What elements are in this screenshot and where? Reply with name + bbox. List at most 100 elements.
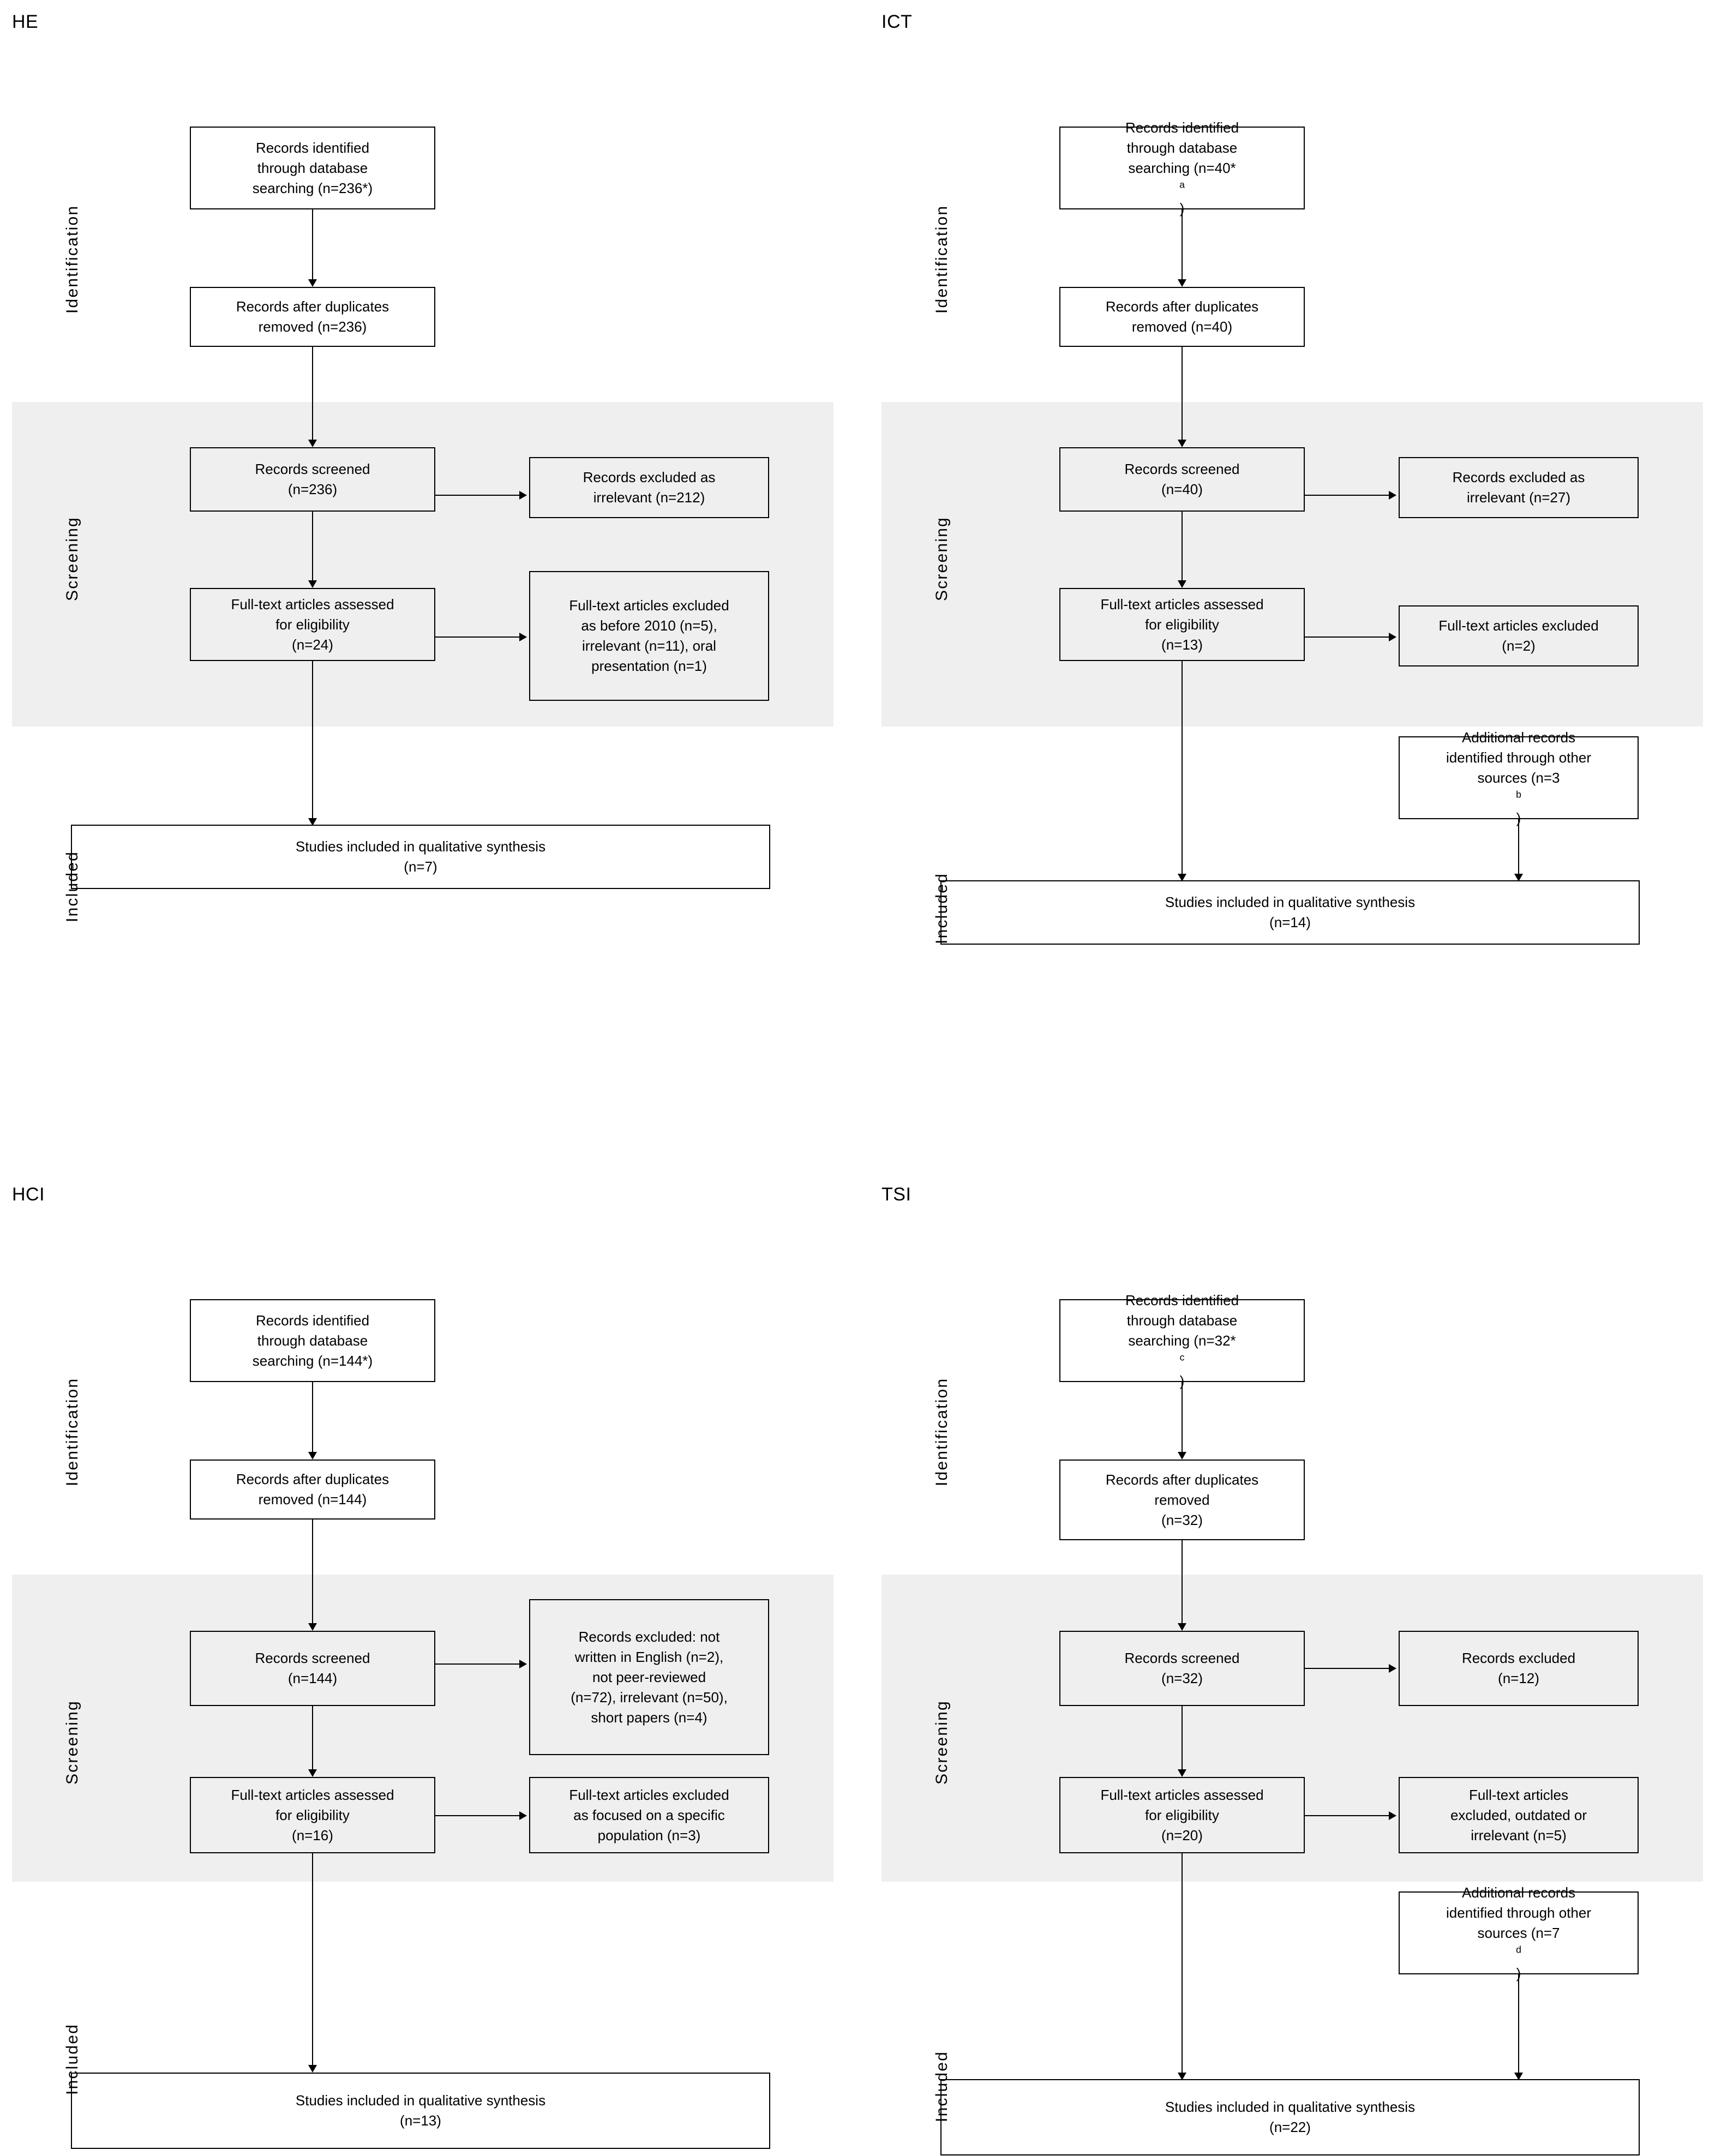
- line-4: presentation (n=1): [591, 658, 707, 674]
- connector-screened-to-excluded-ict: [1305, 495, 1393, 496]
- line-2: (n=32): [1161, 1670, 1203, 1686]
- screening-band-hci: [12, 1575, 833, 1882]
- box-fulltext-excluded-tsi: Full-text articles excluded, outdated or…: [1399, 1777, 1639, 1853]
- line-3: searching (n=40*a): [1128, 159, 1236, 217]
- box-records-screened-he: Records screened (n=236): [190, 447, 435, 512]
- line-2: for eligibility: [1145, 616, 1219, 633]
- panel-hci: HCI Identification Screening Included Re…: [0, 1173, 858, 2156]
- footnote-marker-a: a: [1179, 178, 1185, 190]
- line-2: identified through other: [1446, 1904, 1591, 1921]
- stage-label-identification-he: Identification: [63, 205, 81, 314]
- line-2: removed: [1154, 1491, 1210, 1508]
- line-1: Studies included in qualitative synthesi…: [295, 2092, 546, 2109]
- arrowhead-screened-to-excluded-hci: [519, 1660, 527, 1668]
- box-records-identified-hci: Records identified through database sear…: [190, 1299, 435, 1382]
- arrowhead-fulltext-to-included-he: [308, 818, 317, 826]
- line-1: Additional records: [1461, 729, 1576, 746]
- box-fulltext-excluded-hci: Full-text articles excluded as focused o…: [529, 1777, 769, 1853]
- connector-duplicates-to-screened-ict: [1182, 347, 1183, 446]
- arrowhead-duplicates-to-screened-he: [308, 440, 317, 447]
- line-2: through database: [257, 1332, 368, 1349]
- stage-label-screening-he: Screening: [63, 517, 81, 602]
- box-fulltext-excluded-he: Full-text articles excluded as before 20…: [529, 571, 769, 701]
- connector-fulltext-to-included-ict: [1182, 661, 1183, 880]
- line-1: Full-text articles assessed: [1100, 596, 1264, 612]
- arrowhead-screened-to-excluded-tsi: [1389, 1664, 1396, 1673]
- box-records-identified-ict: Records identified through database sear…: [1059, 119, 1305, 217]
- arrowhead-fulltext-to-included-ict: [1178, 874, 1186, 881]
- connector-duplicates-to-screened-tsi: [1182, 1540, 1183, 1630]
- box-records-screened-ict: Records screened (n=40): [1059, 447, 1305, 512]
- box-additional-records-ict: Additional records identified through ot…: [1399, 729, 1639, 826]
- connector-screened-to-fulltext-he: [312, 512, 313, 587]
- line-3: searching (n=32*c): [1128, 1332, 1236, 1389]
- line-2: (n=13): [400, 2112, 441, 2129]
- line-1: Records screened: [255, 1650, 370, 1666]
- arrowhead-additional-to-included-ict: [1514, 874, 1523, 881]
- box-records-excluded-he: Records excluded as irrelevant (n=212): [529, 457, 769, 518]
- connector-screened-to-excluded-hci: [435, 1663, 524, 1665]
- line-2: for eligibility: [275, 616, 350, 633]
- line-2: excluded, outdated or: [1450, 1806, 1587, 1823]
- line-1: Records excluded as: [583, 469, 716, 485]
- arrowhead-identified-to-duplicates-ict: [1178, 279, 1186, 287]
- line-1: Studies included in qualitative synthesi…: [1165, 894, 1416, 910]
- connector-fulltext-to-excluded-tsi: [1305, 1815, 1393, 1816]
- line-1: Records after duplicates: [1105, 1471, 1259, 1488]
- connector-identified-to-duplicates-tsi: [1182, 1382, 1183, 1458]
- connector-screened-to-excluded-tsi: [1305, 1668, 1393, 1669]
- line-2: (n=14): [1269, 914, 1311, 930]
- line-1: Full-text articles assessed: [231, 1786, 394, 1803]
- box-fulltext-assessed-he: Full-text articles assessed for eligibil…: [190, 588, 435, 661]
- arrowhead-duplicates-to-screened-ict: [1178, 440, 1186, 447]
- box-after-duplicates-he: Records after duplicates removed (n=236): [190, 287, 435, 347]
- box-records-identified-he: Records identified through database sear…: [190, 127, 435, 209]
- box-fulltext-excluded-ict: Full-text articles excluded (n=2): [1399, 605, 1639, 666]
- line-2: (n=12): [1498, 1670, 1539, 1686]
- line-3: irrelevant (n=11), oral: [582, 638, 716, 654]
- connector-fulltext-to-included-he: [312, 661, 313, 825]
- line-3: (n=13): [1161, 636, 1203, 653]
- box-studies-included-he: Studies included in qualitative synthesi…: [71, 825, 770, 889]
- arrowhead-identified-to-duplicates-he: [308, 279, 317, 287]
- line-1: Full-text articles excluded: [569, 1786, 729, 1803]
- line-1: Records screened: [1124, 461, 1240, 477]
- line-2: (n=22): [1269, 2119, 1311, 2135]
- stage-label-screening-hci: Screening: [63, 1700, 81, 1785]
- line-3: searching (n=236*): [252, 179, 373, 196]
- box-fulltext-assessed-tsi: Full-text articles assessed for eligibil…: [1059, 1777, 1305, 1853]
- connector-screened-to-fulltext-tsi: [1182, 1706, 1183, 1776]
- connector-screened-to-fulltext-ict: [1182, 512, 1183, 587]
- connector-fulltext-to-excluded-he: [435, 636, 524, 638]
- line-1: Additional records: [1461, 1884, 1576, 1901]
- box-records-excluded-hci: Records excluded: not written in English…: [529, 1599, 769, 1755]
- line-3: not peer-reviewed: [592, 1668, 706, 1685]
- line-2: removed (n=236): [258, 319, 367, 335]
- box-records-identified-tsi: Records identified through database sear…: [1059, 1292, 1305, 1389]
- stage-label-screening-ict: Screening: [933, 517, 951, 602]
- line-1: Records identified: [1125, 1292, 1239, 1308]
- connector-duplicates-to-screened-hci: [312, 1520, 313, 1630]
- line-1: Records identified: [255, 1312, 370, 1329]
- connector-screened-to-fulltext-hci: [312, 1706, 313, 1776]
- arrowhead-fulltext-to-excluded-hci: [519, 1811, 527, 1820]
- line-1: Records after duplicates: [236, 298, 389, 315]
- connector-fulltext-to-included-hci: [312, 1853, 313, 2071]
- arrowhead-screened-to-fulltext-tsi: [1178, 1769, 1186, 1777]
- connector-fulltext-to-included-tsi: [1182, 1853, 1183, 2079]
- box-after-duplicates-hci: Records after duplicates removed (n=144): [190, 1460, 435, 1520]
- stage-label-screening-tsi: Screening: [933, 1700, 951, 1785]
- box-records-screened-hci: Records screened (n=144): [190, 1631, 435, 1706]
- line-3: population (n=3): [597, 1827, 701, 1843]
- line-2: (n=236): [287, 481, 338, 497]
- arrowhead-screened-to-fulltext-ict: [1178, 580, 1186, 588]
- box-after-duplicates-ict: Records after duplicates removed (n=40): [1059, 287, 1305, 347]
- line-1: Full-text articles assessed: [231, 596, 394, 612]
- arrowhead-fulltext-to-excluded-he: [519, 633, 527, 641]
- line-2: identified through other: [1446, 749, 1591, 766]
- connector-duplicates-to-screened-he: [312, 347, 313, 446]
- line-2: removed (n=40): [1131, 319, 1233, 335]
- line-4: (n=72), irrelevant (n=50),: [571, 1689, 728, 1705]
